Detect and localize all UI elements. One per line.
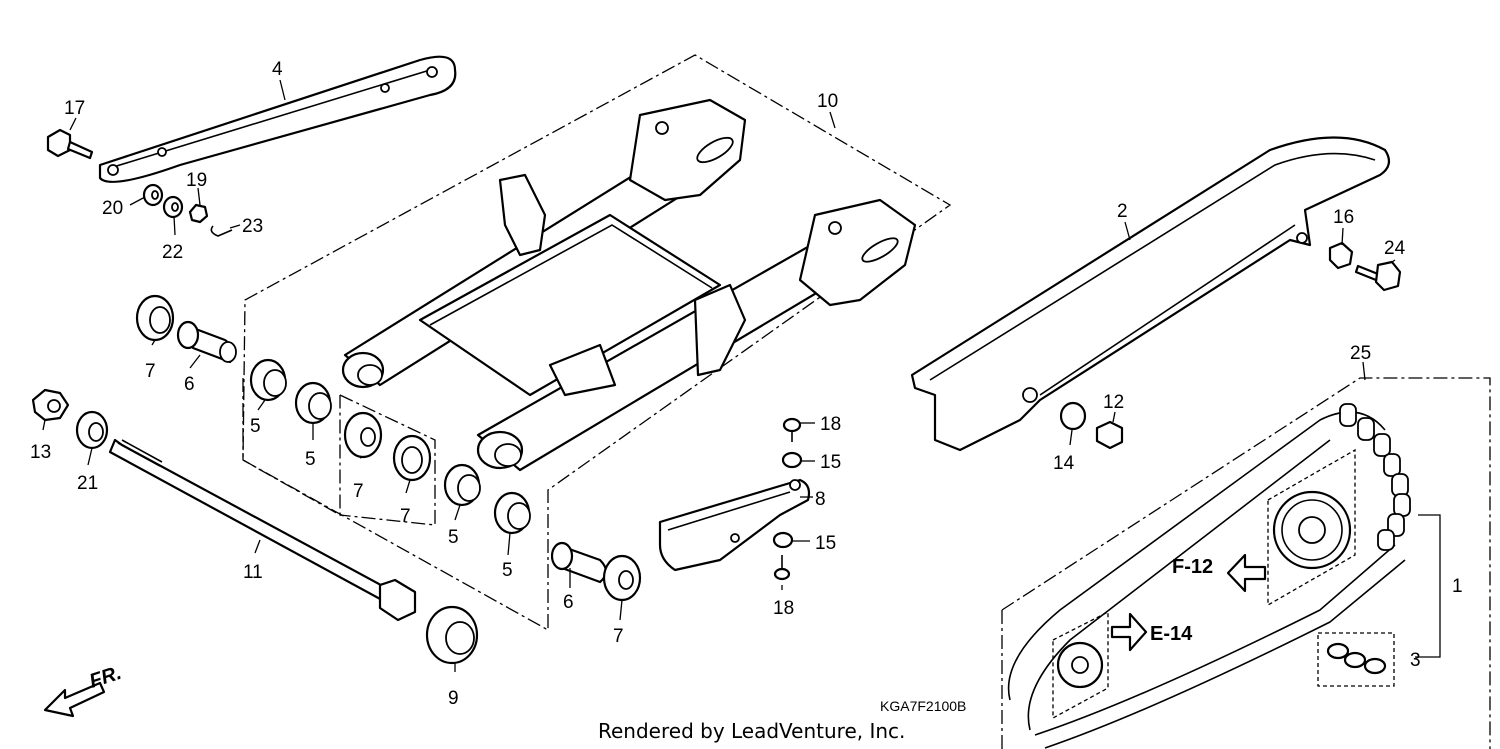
label-25: 25	[1350, 343, 1371, 364]
part-14-collar[interactable]	[1059, 401, 1087, 431]
part-6-collar-upper[interactable]	[176, 320, 237, 364]
label-18a: 18	[820, 414, 841, 435]
part-4-arm[interactable]	[98, 55, 457, 183]
part-15-nut-bottom[interactable]	[772, 531, 794, 549]
part-15-nut-top[interactable]	[781, 451, 803, 469]
ref-e14[interactable]: E-14	[1150, 623, 1193, 645]
part-16-collar[interactable]	[1328, 241, 1354, 270]
part-1-bracket	[1415, 514, 1441, 658]
master-link-box	[1317, 632, 1395, 687]
part-7-dust-seal-lower[interactable]	[602, 554, 642, 602]
label-24: 24	[1384, 238, 1406, 259]
chain-group-box	[1001, 377, 1491, 749]
label-11: 11	[243, 562, 263, 583]
label-3: 3	[1410, 650, 1421, 671]
label-6b: 6	[563, 592, 574, 613]
label-4: 4	[272, 59, 283, 80]
part-8-chain-slider[interactable]	[658, 478, 811, 572]
label-15a: 15	[820, 452, 841, 473]
label-5a: 5	[250, 416, 261, 437]
label-5b: 5	[305, 449, 316, 470]
drive-sprocket-box	[1052, 610, 1109, 720]
part-21-washer[interactable]	[75, 410, 109, 450]
part-18-screw-top[interactable]	[782, 417, 802, 442]
part-6-collar-lower[interactable]	[550, 541, 608, 584]
middle-seal-box	[339, 394, 436, 526]
label-23: 23	[242, 216, 263, 237]
part-20-washer[interactable]	[142, 183, 164, 207]
chain-links	[1339, 403, 1411, 551]
label-21: 21	[77, 473, 98, 494]
label-18b: 18	[773, 598, 794, 619]
part-9-dust-seal[interactable]	[425, 605, 479, 665]
label-7c: 7	[400, 506, 411, 527]
front-direction-arrow-icon	[43, 681, 106, 718]
label-22: 22	[162, 242, 183, 263]
part-24-bolt[interactable]	[1354, 260, 1402, 292]
label-7a: 7	[145, 361, 156, 382]
part-17-bolt[interactable]	[46, 128, 94, 160]
part-23-cotter-pin[interactable]	[210, 225, 233, 237]
credit-text: Rendered by LeadVenture, Inc.	[598, 719, 905, 743]
part-5-bearing-right-a[interactable]	[443, 463, 481, 507]
part-5-bearing-left-b[interactable]	[294, 381, 332, 425]
label-14: 14	[1053, 453, 1075, 474]
part-5-bearing-right-b[interactable]	[493, 491, 531, 535]
swingarm-group-box	[242, 54, 952, 632]
part-5-bearing-left-a[interactable]	[249, 358, 287, 402]
label-2: 2	[1117, 201, 1128, 222]
label-12: 12	[1103, 392, 1124, 413]
label-1: 1	[1452, 576, 1463, 597]
part-11-pivot-bolt[interactable]	[108, 438, 417, 622]
rear-sprocket-box	[1267, 448, 1356, 607]
front-direction-label: FR.	[87, 662, 124, 693]
label-7d: 7	[613, 626, 624, 647]
label-13: 13	[30, 442, 51, 463]
e14-arrow-icon	[1110, 612, 1148, 652]
label-5d: 5	[502, 560, 513, 581]
label-16: 16	[1333, 207, 1354, 228]
part-25-drive-chain[interactable]	[1007, 403, 1411, 749]
part-7-dust-seal-mid-a[interactable]	[343, 411, 383, 459]
drive-sprocket	[1056, 641, 1104, 689]
part-3-master-link[interactable]	[1326, 642, 1387, 675]
part-22-washer[interactable]	[162, 195, 184, 219]
left-bearing-box	[242, 378, 341, 517]
label-10: 10	[817, 91, 838, 112]
part-labels: 4 17 19 20 22 23 10 2 16 24 25 7 6 5 5 7…	[30, 59, 1463, 709]
label-6a: 6	[184, 374, 195, 395]
f12-arrow-icon	[1226, 553, 1267, 593]
part-19-nut[interactable]	[188, 203, 209, 224]
rear-sprocket	[1272, 490, 1352, 570]
part-13-nut[interactable]	[31, 388, 70, 422]
part-2-chain-case[interactable]	[910, 136, 1391, 452]
part-10-swingarm[interactable]	[341, 98, 917, 472]
label-15b: 15	[815, 533, 836, 554]
label-19: 19	[186, 170, 207, 191]
ref-f12[interactable]: F-12	[1172, 556, 1213, 578]
label-8: 8	[815, 489, 826, 510]
label-20: 20	[102, 198, 123, 219]
label-7b: 7	[353, 481, 364, 502]
part-7-dust-seal-upper[interactable]	[135, 294, 175, 342]
part-12-nut[interactable]	[1095, 420, 1124, 450]
label-5c: 5	[448, 527, 459, 548]
diagram-code: KGA7F2100B	[880, 698, 966, 714]
label-9: 9	[448, 688, 459, 709]
label-17: 17	[64, 98, 85, 119]
part-18-screw-bottom[interactable]	[773, 555, 791, 581]
leader-lines	[42, 79, 1396, 672]
part-7-dust-seal-mid-b[interactable]	[392, 434, 432, 482]
